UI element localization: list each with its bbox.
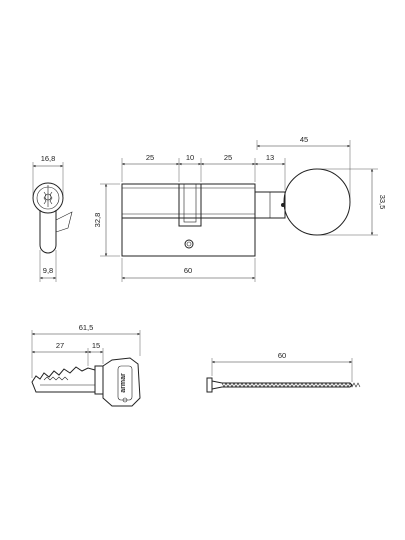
front-profile <box>32 182 73 254</box>
key-brand-label: armar <box>120 373 127 393</box>
dim-key-shoulder: 15 <box>92 341 100 350</box>
dim-cyl-total: 60 <box>184 266 192 275</box>
front-view: 16,8 9,8 <box>32 154 73 282</box>
dim-cyl-seg-knob-gap: 13 <box>266 153 274 162</box>
key-view: armar 61,5 27 15 <box>31 323 141 407</box>
thumb-knob <box>254 168 351 236</box>
dim-key-blade: 27 <box>56 341 64 350</box>
dim-cyl-seg-cam: 10 <box>186 153 194 162</box>
key-head: armar <box>102 357 141 407</box>
dim-cyl-height: 32,8 <box>93 213 102 228</box>
screw-body <box>206 377 361 393</box>
dim-key-total: 61,5 <box>79 323 94 332</box>
cylinder-body <box>121 183 256 257</box>
dim-knob-width: 45 <box>300 135 308 144</box>
dim-front-lower-width: 9,8 <box>43 266 53 275</box>
dim-cyl-seg-right: 25 <box>224 153 232 162</box>
dim-knob-height: 33,5 <box>378 195 387 210</box>
cylinder-view: 25 10 25 13 45 33,5 32,8 60 <box>93 135 387 282</box>
dim-front-width: 16,8 <box>41 154 56 163</box>
dim-screw-length: 60 <box>278 351 286 360</box>
key-blade <box>31 365 104 395</box>
screw-view: 60 <box>206 351 361 393</box>
dim-cyl-seg-left: 25 <box>146 153 154 162</box>
